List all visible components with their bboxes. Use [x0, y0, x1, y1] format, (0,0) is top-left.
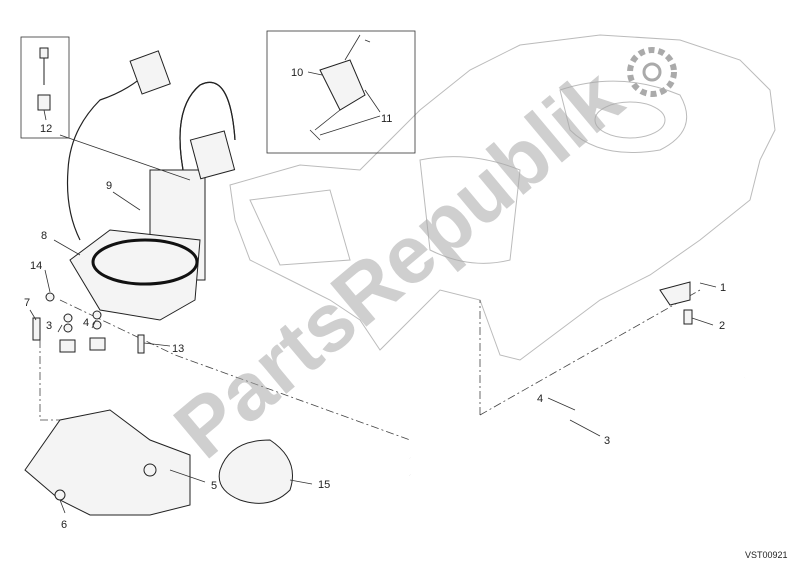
fuel-filter	[319, 59, 366, 111]
callout-5: 5	[211, 480, 217, 492]
callout-8: 8	[41, 230, 47, 242]
fuel-tank	[229, 34, 776, 361]
callout-10: 10	[291, 67, 303, 79]
callout-14: 14	[30, 260, 42, 272]
callout-13: 13	[172, 343, 184, 355]
callout-12: 12	[40, 123, 52, 135]
callout-15: 15	[318, 479, 330, 491]
callout-3-small: 3	[46, 320, 52, 332]
callout-4: 4	[537, 393, 543, 405]
watermark-text: PartsRepublik	[158, 51, 639, 475]
wiring-cable	[66, 69, 151, 241]
callout-labels: 1 2 3 4 5 6 7 3 4 8 9 10 11 12 13 14 15 …	[24, 67, 788, 560]
fuel-hose-3	[409, 344, 740, 471]
fuel-pump-assembly	[69, 130, 236, 321]
leader-lines	[29, 71, 717, 514]
callout-1: 1	[720, 282, 726, 294]
drawing-code: VST00921	[745, 550, 788, 560]
callout-2: 2	[719, 320, 725, 332]
callout-3: 3	[604, 435, 610, 447]
pump-cover	[24, 409, 191, 516]
callout-4-small: 4	[83, 317, 89, 329]
callout-7: 7	[24, 297, 30, 309]
fuel-hose-4	[409, 377, 746, 507]
callout-11: 11	[381, 113, 392, 125]
callout-6: 6	[61, 519, 67, 531]
inset-connector-box	[20, 36, 70, 139]
electrical-connector	[129, 50, 171, 95]
inset-filter-box	[266, 30, 416, 154]
small-fittings	[32, 281, 693, 354]
callout-9: 9	[106, 180, 112, 192]
gear-logo-icon	[627, 47, 677, 97]
gasket-pad	[218, 439, 293, 504]
